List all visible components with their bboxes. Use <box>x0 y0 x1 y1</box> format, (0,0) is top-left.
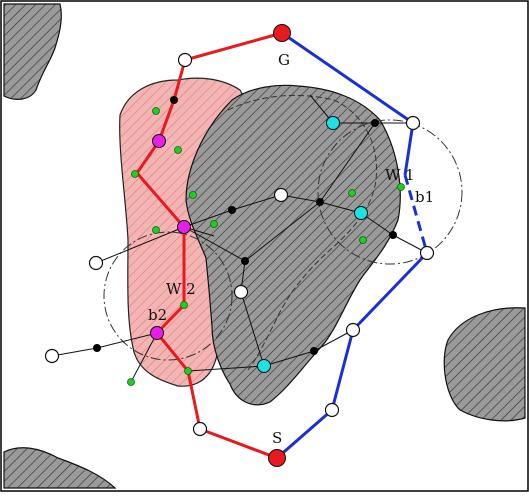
obstacle-top-left <box>3 3 62 100</box>
start-label: S <box>272 429 282 447</box>
green-nodes <box>127 107 405 386</box>
obstacle-bottom-left <box>3 447 117 489</box>
obstacle-contour <box>227 94 378 371</box>
b1-label: b1 <box>415 188 434 206</box>
w2-label: W 2 <box>166 280 196 298</box>
magenta-nodes <box>150 134 191 340</box>
b2-label: b2 <box>148 306 167 324</box>
goal-node <box>273 24 291 42</box>
start-node <box>268 449 286 467</box>
window-circle-w2 <box>103 231 233 361</box>
goal-label: G <box>278 51 290 69</box>
obstacle-right <box>443 307 526 422</box>
black-nodes <box>93 96 397 355</box>
w1-label: W 1 <box>385 166 415 184</box>
blue-path-bottom <box>276 251 429 460</box>
blue-path-dashed <box>403 174 429 254</box>
cyan-nodes <box>257 116 368 373</box>
window-circle-w1 <box>317 119 463 265</box>
main-obstacle <box>185 84 401 406</box>
white-nodes <box>44 52 435 437</box>
